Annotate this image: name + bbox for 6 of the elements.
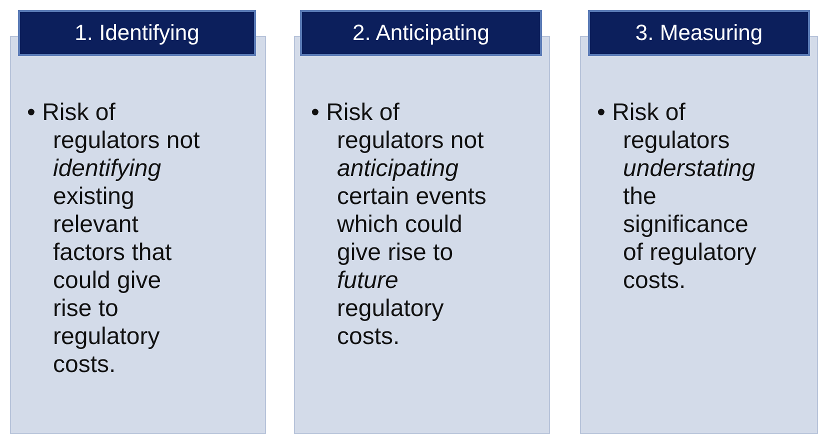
bullet-text: • Risk of regulators not anticipating certain events which could give rise to future regulatory costs. — [311, 99, 488, 351]
column-header: 1. Identifying — [18, 10, 256, 56]
bullet-text: • Risk of regulators understating the significance of regulatory costs. — [597, 99, 757, 295]
column-header: 2. Anticipating — [300, 10, 542, 56]
column-header: 3. Measuring — [588, 10, 810, 56]
bullet-text: • Risk of regulators not identifying existing relevant factors that could give rise to regulatory costs. — [27, 99, 201, 379]
